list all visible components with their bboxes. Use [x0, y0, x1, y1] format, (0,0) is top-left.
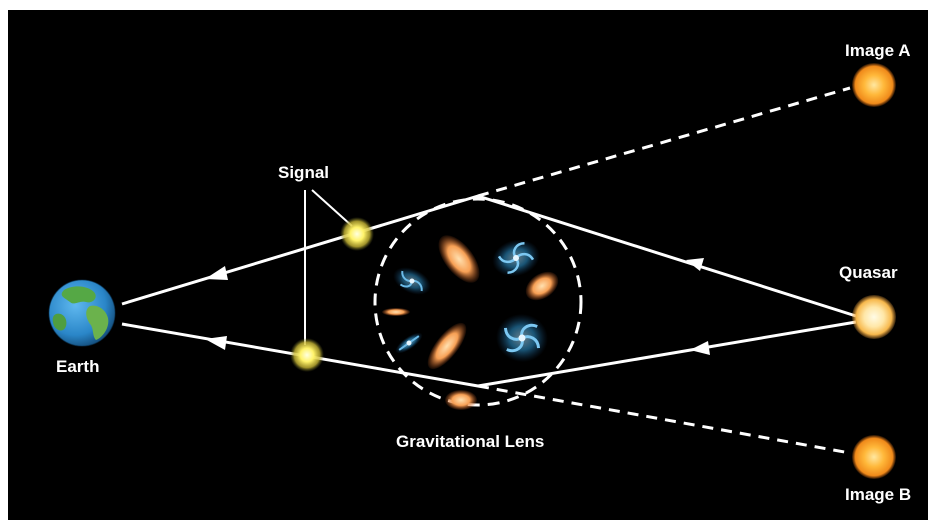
image-b-label: Image B — [845, 485, 911, 504]
lower-light-path — [121, 320, 857, 388]
lens-galaxies — [382, 235, 559, 410]
earth-icon — [48, 279, 116, 347]
signal-upper-icon — [340, 217, 374, 251]
quasar-label: Quasar — [839, 263, 898, 282]
elliptical-galaxy-icon — [427, 322, 467, 370]
lens-label: Gravitational Lens — [396, 432, 544, 451]
spiral-galaxy-icon — [492, 239, 540, 277]
elliptical-galaxy-icon — [525, 271, 559, 301]
apparent-ray-image-a — [477, 86, 851, 198]
arrow-left-icon — [690, 341, 710, 355]
elliptical-galaxy-icon — [382, 308, 410, 316]
signal-pointer-upper — [311, 189, 353, 227]
arrow-left-icon — [205, 336, 227, 350]
spiral-galaxy-icon — [496, 313, 548, 363]
elliptical-galaxy-icon — [438, 235, 480, 283]
arrow-left-icon — [686, 258, 704, 271]
apparent-rays — [477, 86, 851, 455]
image-a-label: Image A — [845, 41, 911, 60]
quasar-icon — [852, 295, 896, 339]
lens-boundary — [373, 197, 583, 407]
apparent-ray-image-b — [477, 384, 851, 455]
earth-label: Earth — [56, 357, 99, 376]
image-a-icon — [852, 63, 896, 107]
elliptical-galaxy-icon — [445, 390, 477, 410]
signal-lower-icon — [290, 338, 324, 372]
spiral-galaxy-icon — [393, 267, 431, 295]
spiral-galaxy-icon — [395, 332, 423, 354]
direction-arrows — [205, 258, 710, 355]
signal-label: Signal — [278, 163, 329, 182]
light-paths — [121, 194, 857, 388]
image-b-icon — [852, 435, 896, 479]
arrow-left-icon — [205, 266, 228, 280]
upper-light-path — [121, 194, 857, 318]
signal-pointers — [304, 189, 353, 345]
